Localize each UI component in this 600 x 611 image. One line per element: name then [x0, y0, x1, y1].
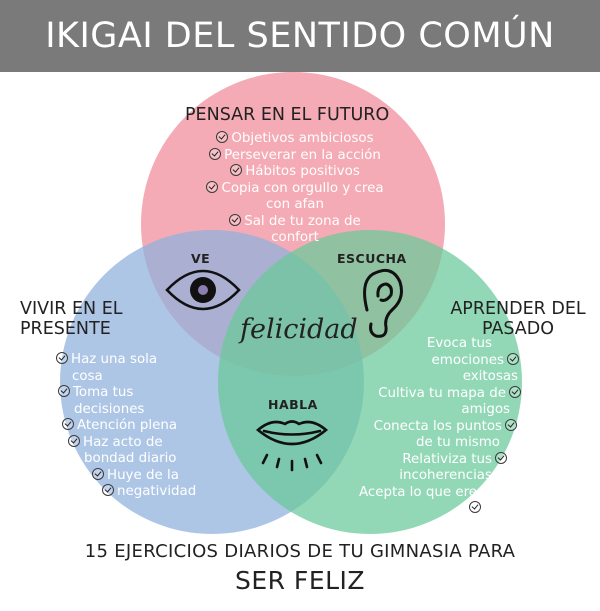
check-icon [230, 164, 243, 176]
list-item-text: cosa [72, 368, 103, 384]
label-past: APRENDER DEL PASADO [438, 299, 598, 339]
check-icon [216, 131, 229, 143]
check-icon [209, 147, 222, 160]
check-icon [62, 418, 74, 430]
list-item: Huye de la [56, 467, 226, 485]
list-item: Objetivos ambiciosos [180, 131, 410, 148]
check-icon [206, 180, 219, 193]
list-item-text: Haz acto de [83, 434, 163, 450]
label-present-line2: PRESENTE [20, 319, 111, 339]
check-icon [505, 418, 517, 431]
title-bar: IKIGAI DEL SENTIDO COMÚN [0, 0, 600, 72]
center-word: felicidad [240, 314, 358, 345]
list-item-text: exitosas [462, 369, 518, 384]
list-item: Toma tus [56, 385, 226, 402]
check-icon [58, 385, 70, 397]
list-item: exitosas [352, 369, 524, 386]
check-icon [102, 484, 114, 496]
list-item-text: Hábitos positivos [245, 164, 360, 179]
list-item: Sal de tu zona de [180, 213, 410, 231]
list-item-text: Relativiza tus [402, 451, 492, 467]
list-item-text: incoherencias [399, 468, 492, 483]
check-icon [92, 467, 104, 480]
footer-line1: 15 EJERCICIOS DIARIOS DE TU GIMNASIA PAR… [84, 541, 516, 562]
list-item-text: Toma tus [73, 385, 134, 400]
sense-speak-label: HABLA [268, 397, 318, 412]
sense-listen-label: ESCUCHA [337, 251, 407, 266]
list-item-text: Evoca tus [426, 336, 492, 351]
future-list: Objetivos ambiciosos Perseverar en la ac… [180, 131, 410, 247]
label-present: VIVIR EN EL PRESENTE [20, 299, 180, 339]
check-icon [495, 451, 507, 464]
list-item: emociones [352, 352, 524, 370]
label-present-line1: VIVIR EN EL [20, 299, 123, 319]
sense-see-label: VE [191, 251, 211, 266]
list-item: Cultiva tu mapa de [352, 385, 524, 403]
label-past-line2: PASADO [481, 319, 555, 339]
list-item: de tu mismo [352, 435, 524, 452]
page-title: IKIGAI DEL SENTIDO COMÚN [45, 16, 555, 56]
eye-icon [165, 269, 241, 311]
list-item: confort [180, 230, 410, 247]
list-item-text: decisiones [74, 401, 145, 417]
list-item-text: negatividad [117, 484, 197, 499]
list-item: Relativiza tus [352, 451, 524, 469]
list-item: Copia con orgullo y crea [180, 180, 410, 198]
list-item: Perseverar en la acción [180, 147, 410, 165]
past-list: Evoca tus emociones exitosas Cultiva tu … [352, 336, 524, 518]
list-item-text: con afan [266, 197, 324, 212]
list-item-text: bondad diario [84, 451, 177, 466]
check-icon [509, 385, 521, 398]
list-item-text: confort [271, 230, 319, 245]
list-item: decisiones [56, 402, 226, 419]
list-item: amigos [352, 402, 524, 419]
list-item-text: Atención plena [77, 418, 178, 433]
present-list: Haz una sola cosa Toma tus decisiones At… [56, 352, 226, 501]
list-item: Atención plena [56, 418, 226, 435]
list-item: incoherencias [352, 468, 524, 485]
list-item: cosa [56, 369, 226, 386]
list-item-text: Huye de la [107, 467, 179, 483]
list-item: Acepta lo que eres [352, 485, 524, 518]
list-item: Conecta los puntos [352, 418, 524, 436]
ear-icon [363, 268, 403, 338]
list-item: Haz acto de [56, 434, 226, 452]
check-icon [68, 434, 80, 447]
check-icon [507, 352, 519, 365]
list-item-text: Acepta lo que eres [358, 484, 484, 500]
list-item: Haz una sola [56, 352, 226, 369]
list-item-text: emociones [431, 352, 504, 368]
lips-icon [255, 420, 329, 472]
list-item: Evoca tus [352, 336, 524, 353]
list-item: con afan [180, 197, 410, 214]
list-item: Hábitos positivos [180, 164, 410, 181]
list-item: bondad diario [56, 451, 226, 468]
list-item-text: Cultiva tu mapa de [378, 385, 506, 401]
list-item-text: amigos [461, 402, 510, 417]
check-icon [229, 213, 242, 226]
list-item-text: Haz una sola [71, 352, 158, 367]
check-icon [469, 501, 481, 513]
list-item-text: de tu mismo [416, 435, 500, 450]
list-item-text: Sal de tu zona de [244, 213, 361, 229]
list-item-text: Perseverar en la acción [224, 147, 381, 163]
label-future-text: PENSAR EN EL FUTURO [185, 105, 390, 125]
label-future: PENSAR EN EL FUTURO [185, 105, 425, 125]
footer-line2: SER FELIZ [234, 566, 366, 595]
label-past-line1: APRENDER DEL [450, 299, 586, 319]
list-item-text: Conecta los puntos [373, 418, 502, 434]
list-item: negatividad [56, 484, 226, 501]
circle-past [218, 230, 522, 534]
list-item-text: Copia con orgullo y crea [221, 180, 384, 196]
check-icon [56, 352, 68, 364]
list-item-text: Objetivos ambiciosos [231, 131, 374, 146]
